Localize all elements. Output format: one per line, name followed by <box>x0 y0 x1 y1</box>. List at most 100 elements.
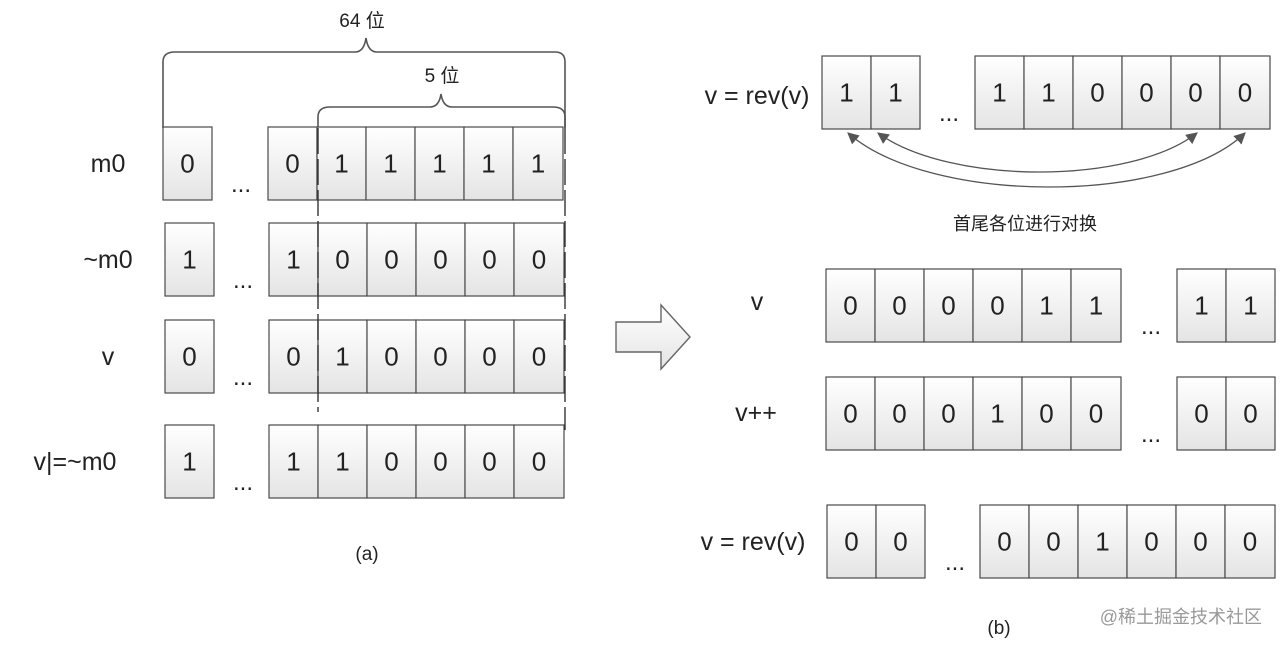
bit-cell: 0 <box>366 424 417 499</box>
bit-cell: 0 <box>825 268 876 343</box>
row-label: v = rev(v) <box>705 82 810 110</box>
bit-cell: 0 <box>1170 55 1221 130</box>
svg-text:0: 0 <box>844 527 858 557</box>
svg-text:0: 0 <box>180 149 194 179</box>
svg-text:0: 0 <box>843 399 857 429</box>
svg-text:0: 0 <box>286 342 300 372</box>
row-rev-top: v = rev(v) 1 1 ... 1 1 0 0 0 0 <box>705 55 1271 130</box>
caption-a: (a) <box>355 544 378 565</box>
brace-5-bits <box>317 93 566 128</box>
row-label: v|=~m0 <box>34 448 117 476</box>
brace-5-label: 5 位 <box>425 65 460 87</box>
bit-cell: 1 <box>974 55 1025 130</box>
bit-cell: 1 <box>317 319 368 394</box>
row-label: v++ <box>735 399 777 427</box>
bit-cell: 0 <box>874 268 925 343</box>
svg-text:1: 1 <box>481 149 495 179</box>
svg-text:1: 1 <box>335 342 349 372</box>
svg-text:0: 0 <box>1193 527 1207 557</box>
svg-text:1: 1 <box>1095 527 1109 557</box>
bit-cell: 1 <box>972 376 1023 451</box>
svg-text:0: 0 <box>843 291 857 321</box>
swap-arc-outer <box>847 132 1246 188</box>
bit-cell: 0 <box>513 424 565 499</box>
bit-cell: 1 <box>1023 55 1074 130</box>
svg-text:1: 1 <box>334 149 348 179</box>
bit-cell: 0 <box>1072 55 1123 130</box>
svg-text:0: 0 <box>892 291 906 321</box>
row-m0: m0 0 ... 0 1 1 1 1 1 <box>91 126 564 201</box>
bit-cell: 0 <box>366 319 417 394</box>
svg-text:0: 0 <box>335 245 349 275</box>
bit-cell: 0 <box>1070 376 1122 451</box>
right-arrow-icon <box>615 303 691 371</box>
ellipsis: ... <box>233 469 253 496</box>
svg-text:0: 0 <box>893 527 907 557</box>
bit-cell: 0 <box>979 504 1030 579</box>
bit-cell: 0 <box>1225 376 1276 451</box>
bit-cell: 0 <box>415 222 466 297</box>
svg-text:0: 0 <box>285 149 299 179</box>
bit-cell: 0 <box>464 319 515 394</box>
bit-cell: 0 <box>366 222 417 297</box>
bit-cell: 0 <box>267 126 318 201</box>
svg-text:0: 0 <box>1089 399 1103 429</box>
bit-cell: 0 <box>825 376 876 451</box>
bit-cell: 0 <box>415 424 466 499</box>
bit-cell: 0 <box>875 504 926 579</box>
bit-cell: 1 <box>512 126 564 201</box>
svg-text:0: 0 <box>990 291 1004 321</box>
bit-cell: 0 <box>923 268 974 343</box>
svg-text:1: 1 <box>888 78 902 108</box>
svg-text:0: 0 <box>1243 527 1257 557</box>
ellipsis: ... <box>231 171 251 198</box>
panel-b: v = rev(v) 1 1 ... 1 1 0 0 0 0 首尾各位进行对换 … <box>701 55 1276 639</box>
bit-cell: 1 <box>164 424 215 499</box>
row-label: v = rev(v) <box>701 528 806 556</box>
panel-a: 64 位 5 位 m0 0 ... 0 1 1 1 1 1 ~m0 1 ... … <box>34 10 566 565</box>
svg-text:1: 1 <box>432 149 446 179</box>
svg-text:0: 0 <box>1243 399 1257 429</box>
svg-text:1: 1 <box>992 78 1006 108</box>
ellipsis: ... <box>939 100 959 127</box>
bit-cell: 1 <box>316 126 367 201</box>
ellipsis: ... <box>1141 421 1161 448</box>
svg-text:0: 0 <box>532 342 546 372</box>
watermark: @稀土掘金技术社区 <box>1100 607 1262 627</box>
svg-text:1: 1 <box>335 447 349 477</box>
svg-text:0: 0 <box>1194 399 1208 429</box>
row-label: m0 <box>91 150 126 178</box>
bit-cell: 0 <box>1028 504 1079 579</box>
row-rev-bottom: v = rev(v) 0 0 ... 0 0 1 0 0 0 <box>701 504 1276 579</box>
bit-cell: 0 <box>1224 504 1276 579</box>
svg-text:1: 1 <box>1089 291 1103 321</box>
bit-cell: 1 <box>1070 268 1122 343</box>
bit-cell: 0 <box>513 319 565 394</box>
bit-cell: 1 <box>1021 268 1072 343</box>
svg-text:0: 0 <box>941 399 955 429</box>
svg-text:0: 0 <box>1144 527 1158 557</box>
row-v-increment: v++ 0 0 0 1 0 0 ... 0 0 <box>735 376 1276 451</box>
svg-text:0: 0 <box>1188 78 1202 108</box>
svg-text:0: 0 <box>1046 527 1060 557</box>
bit-cell: 0 <box>1126 504 1177 579</box>
svg-text:0: 0 <box>892 399 906 429</box>
svg-text:1: 1 <box>383 149 397 179</box>
bit-cell: 1 <box>870 55 921 130</box>
row-v: v 0 ... 0 1 0 0 0 0 <box>102 319 565 394</box>
ellipsis: ... <box>233 267 253 294</box>
bit-cell: 1 <box>365 126 416 201</box>
svg-text:0: 0 <box>1039 399 1053 429</box>
svg-text:1: 1 <box>1243 291 1257 321</box>
svg-text:0: 0 <box>532 245 546 275</box>
bit-cell: 1 <box>1176 268 1227 343</box>
row-label: ~m0 <box>83 246 132 274</box>
ellipsis: ... <box>233 364 253 391</box>
svg-text:0: 0 <box>532 447 546 477</box>
svg-text:0: 0 <box>384 447 398 477</box>
row-v-or-not-m0: v|=~m0 1 ... 1 1 0 0 0 0 <box>34 424 565 499</box>
ellipsis: ... <box>1141 313 1161 340</box>
bit-cell: 1 <box>164 222 215 297</box>
row-v-b: v 0 0 0 0 1 1 ... 1 1 <box>751 268 1276 343</box>
